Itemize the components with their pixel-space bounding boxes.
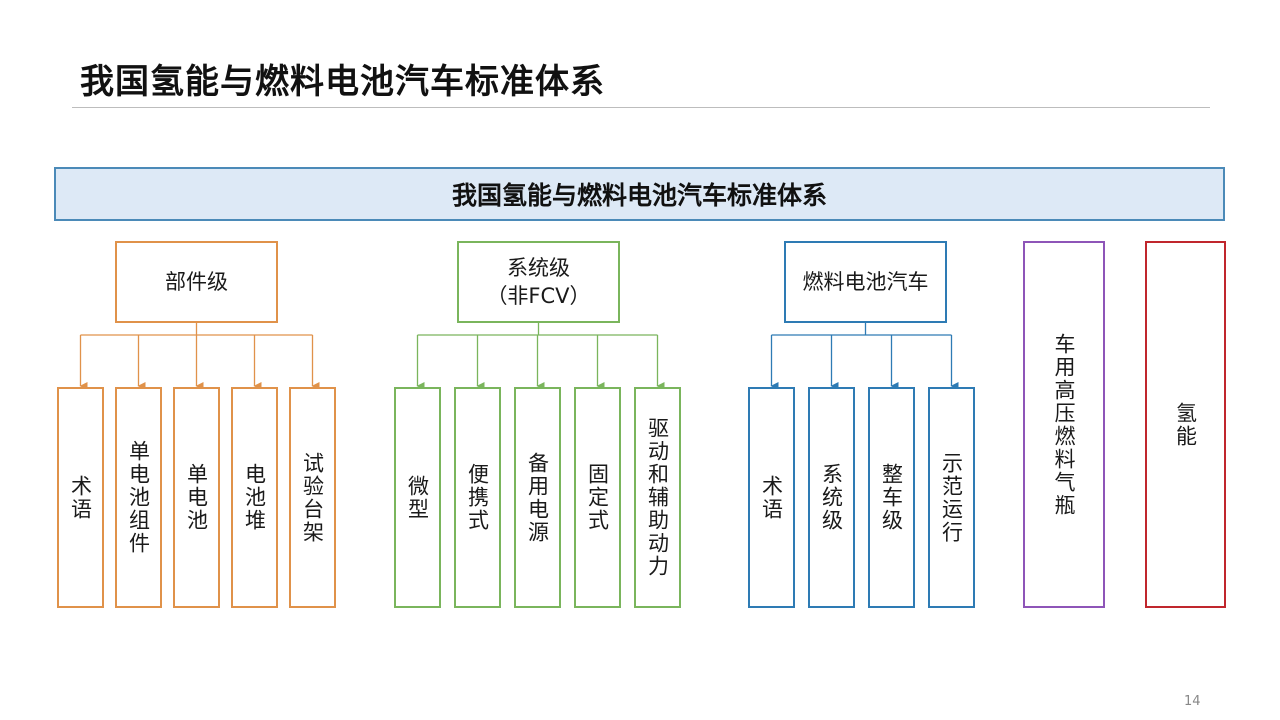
leaf-label: 试验台架 <box>300 451 325 544</box>
leaf-label: 系统级 <box>819 463 844 532</box>
category-label: 部件级 <box>165 270 228 294</box>
leaf-single-cell: 单电池 <box>173 387 220 608</box>
standalone-label: 车用高压燃料气瓶 <box>1052 332 1076 517</box>
leaf-vehicle-level: 整车级 <box>868 387 915 608</box>
leaf-propulsion-auxiliary-power: 驱动和辅助动力 <box>634 387 681 608</box>
leaf-system-level: 系统级 <box>808 387 855 608</box>
leaf-label: 单电池 <box>184 463 209 532</box>
leaf-stationary: 固定式 <box>574 387 621 608</box>
leaf-terminology: 术语 <box>57 387 104 608</box>
leaf-label: 固定式 <box>585 463 610 532</box>
standalone-label: 氢能 <box>1173 401 1198 448</box>
standard-system-banner: 我国氢能与燃料电池汽车标准体系 <box>54 167 1225 221</box>
title-divider <box>72 107 1210 108</box>
leaf-single-cell-components: 单电池组件 <box>115 387 162 608</box>
leaf-label: 术语 <box>759 474 784 521</box>
standalone-hydrogen-energy: 氢能 <box>1145 241 1226 608</box>
leaf-test-bench: 试验台架 <box>289 387 336 608</box>
leaf-demonstration-operation: 示范运行 <box>928 387 975 608</box>
leaf-label: 单电池组件 <box>126 440 151 555</box>
leaf-backup-power: 备用电源 <box>514 387 561 608</box>
leaf-label: 示范运行 <box>939 451 964 544</box>
category-label: 系统级 <box>506 256 570 280</box>
slide-title: 我国氢能与燃料电池汽车标准体系 <box>80 62 605 102</box>
leaf-portable: 便携式 <box>454 387 501 608</box>
leaf-label: 电池堆 <box>242 463 267 532</box>
category-sublabel: （非FCV） <box>486 284 591 308</box>
leaf-label: 备用电源 <box>525 451 550 544</box>
leaf-label: 整车级 <box>879 463 904 532</box>
standalone-high-pressure-cylinder: 车用高压燃料气瓶 <box>1023 241 1105 608</box>
leaf-micro: 微型 <box>394 387 441 608</box>
leaf-label: 驱动和辅助动力 <box>645 417 670 578</box>
category-label: 燃料电池汽车 <box>802 270 929 294</box>
category-fuel-cell-vehicle: 燃料电池汽车 <box>784 241 947 323</box>
leaf-stack: 电池堆 <box>231 387 278 608</box>
leaf-label: 便携式 <box>465 463 490 532</box>
category-component-level: 部件级 <box>115 241 278 323</box>
leaf-label: 术语 <box>68 474 93 521</box>
category-system-level: 系统级 （非FCV） <box>457 241 620 323</box>
leaf-label: 微型 <box>405 474 430 521</box>
leaf-terminology: 术语 <box>748 387 795 608</box>
page-number: 14 <box>1184 694 1201 709</box>
